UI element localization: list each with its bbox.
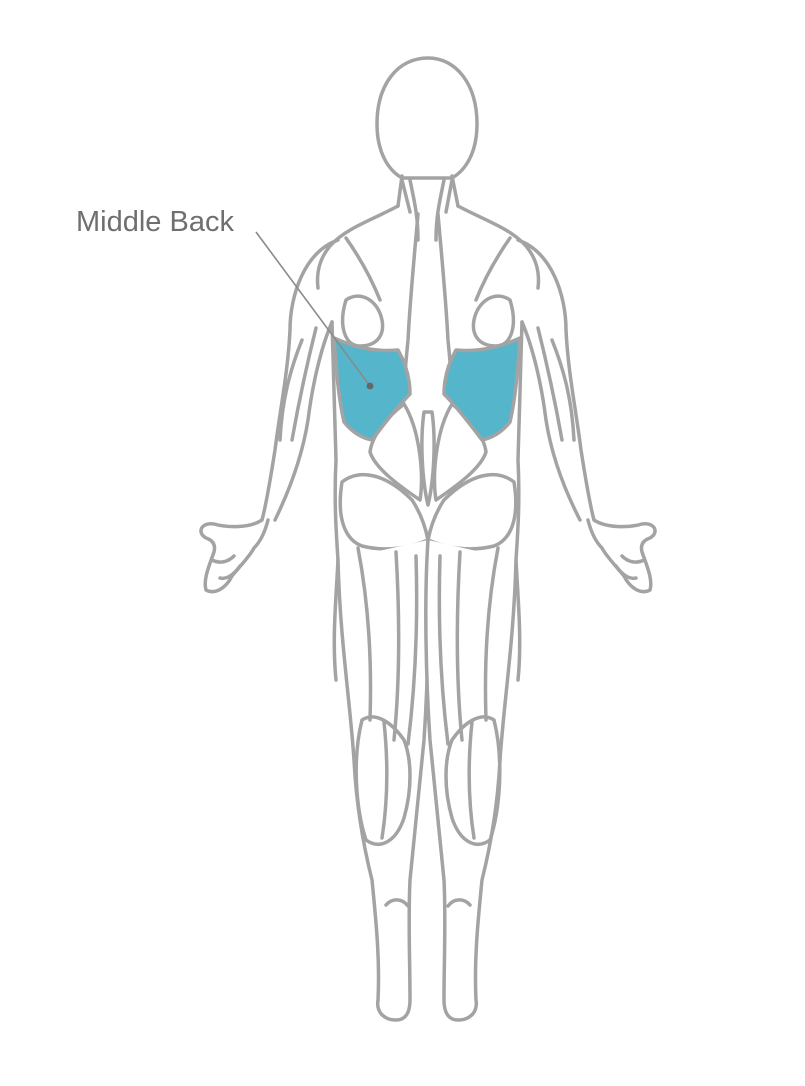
calf-right-split — [467, 720, 476, 840]
trapezius-right — [456, 204, 541, 302]
lower-back-center — [420, 410, 436, 507]
calf-right — [444, 715, 502, 846]
left-hand-fingers — [210, 554, 242, 581]
left-leg-outline — [336, 538, 431, 1022]
hamstring-right-3 — [437, 554, 450, 746]
pointer-line — [255, 231, 371, 387]
hamstring-right-2 — [455, 550, 464, 742]
right-arm-muscle-1 — [536, 326, 576, 442]
left-arm-muscle-1 — [278, 326, 318, 442]
hamstring-left-3 — [406, 554, 419, 746]
left-arm-outline — [199, 238, 340, 594]
scapula-right — [471, 294, 516, 348]
calf-left-split — [380, 720, 389, 840]
right-hand-fingers — [614, 554, 646, 581]
pointer-dot — [366, 382, 374, 390]
trapezius-left — [315, 204, 400, 302]
hamstring-right-1 — [483, 546, 500, 722]
right-arm-outline — [516, 238, 657, 594]
ankle-right — [446, 898, 472, 908]
right-arm-inner — [520, 320, 582, 522]
head-outline — [375, 56, 479, 180]
hamstring-left-2 — [392, 550, 401, 742]
hamstring-left-1 — [356, 546, 373, 722]
muscle-label: Middle Back — [76, 206, 234, 238]
left-arm-inner — [273, 320, 334, 522]
calf-left — [354, 715, 412, 846]
scapula-left — [340, 294, 385, 348]
label-pointer — [255, 231, 374, 390]
body-outline — [199, 56, 657, 1022]
neck-muscles — [400, 178, 454, 242]
middle-back-right-region — [442, 336, 522, 442]
ankle-left — [384, 898, 410, 908]
